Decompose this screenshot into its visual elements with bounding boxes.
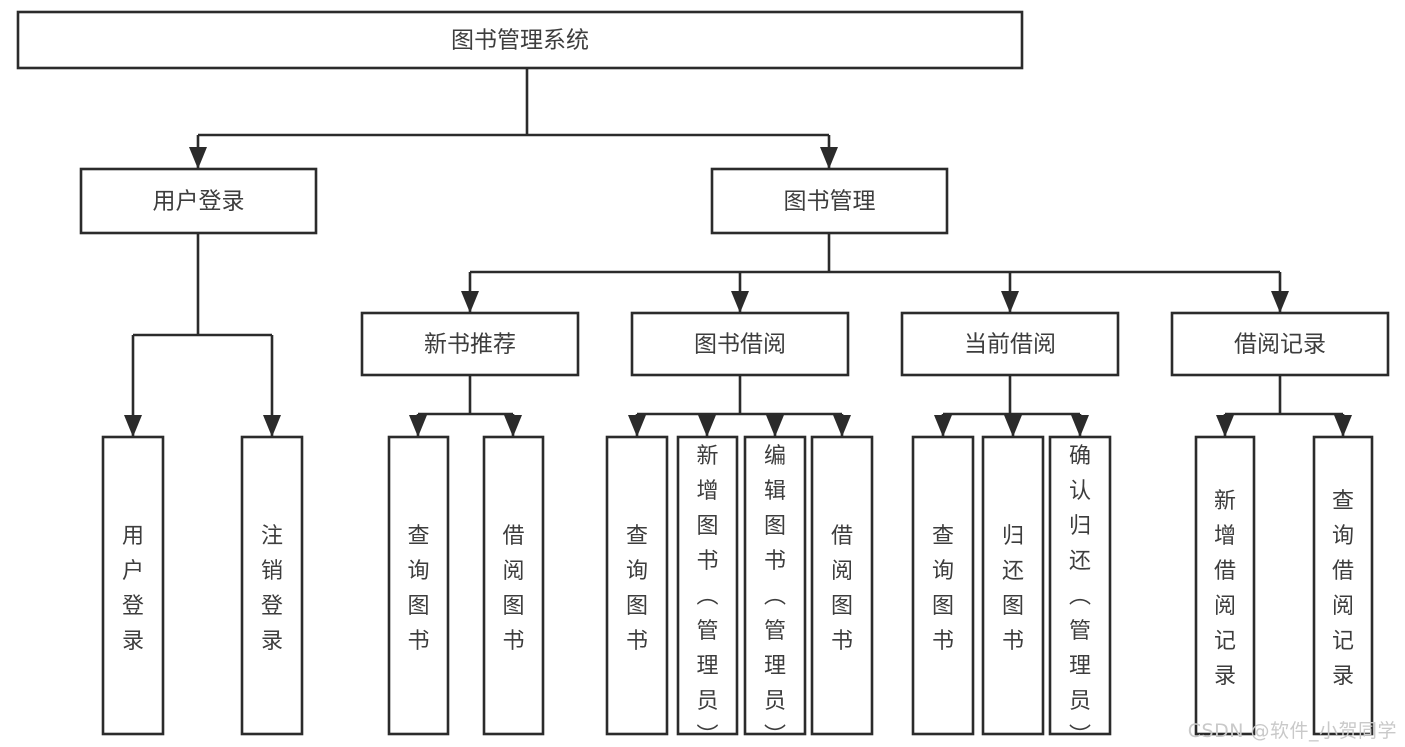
leaf-node[interactable]: 编辑图书︵管理员︶	[743, 435, 807, 747]
leaf-label: 新增借阅记录	[1214, 489, 1236, 689]
level2-box[interactable]	[79, 167, 318, 235]
arrowhead-icon	[1334, 415, 1352, 437]
leaf-node[interactable]: 查询图书	[387, 435, 450, 736]
leaf-label: 查询图书	[932, 524, 954, 654]
leaf-box[interactable]	[240, 435, 304, 736]
arrowhead-icon	[461, 291, 479, 313]
level3-node[interactable]: 新书推荐	[360, 311, 580, 377]
leaf-label: 注销登录	[261, 524, 283, 654]
arrowhead-icon	[1271, 291, 1289, 313]
level2-node[interactable]: 图书管理	[710, 167, 949, 235]
arrowhead-icon	[189, 147, 207, 169]
arrowhead-icon	[731, 291, 749, 313]
level3-box[interactable]	[1170, 311, 1390, 377]
root-node[interactable]: 图书管理系统	[16, 10, 1024, 70]
leaf-node[interactable]: 注销登录	[240, 435, 304, 736]
leaf-node[interactable]: 新增图书︵管理员︶	[676, 435, 739, 747]
node-boxes-layer: 图书管理系统用户登录图书管理新书推荐图书借阅当前借阅借阅记录用户登录注销登录查询…	[16, 10, 1390, 747]
leaf-box[interactable]	[676, 435, 739, 736]
level3-node[interactable]: 借阅记录	[1170, 311, 1390, 377]
arrowhead-icon	[1004, 415, 1022, 437]
leaf-label: 借阅图书	[831, 524, 853, 654]
leaf-label: 新增图书︵管理员︶	[696, 444, 718, 747]
leaf-label: 归还图书	[1002, 524, 1024, 654]
level3-label: 新书推荐	[424, 332, 516, 358]
leaf-box[interactable]	[387, 435, 450, 736]
arrowhead-icon	[1001, 291, 1019, 313]
leaf-node[interactable]: 查询借阅记录	[1312, 435, 1374, 736]
arrowhead-icon	[263, 415, 281, 437]
level3-box[interactable]	[360, 311, 580, 377]
leaf-box[interactable]	[1312, 435, 1374, 736]
level2-box[interactable]	[710, 167, 949, 235]
leaf-label: 查询图书	[626, 524, 648, 654]
arrowhead-icon	[934, 415, 952, 437]
connector-edges-layer	[124, 68, 1352, 437]
leaf-box[interactable]	[101, 435, 165, 736]
level3-node[interactable]: 图书借阅	[630, 311, 850, 377]
leaf-box[interactable]	[605, 435, 669, 736]
level3-label: 图书借阅	[694, 332, 786, 358]
arrowhead-icon	[1071, 415, 1089, 437]
leaf-node[interactable]: 查询图书	[605, 435, 669, 736]
leaf-box[interactable]	[482, 435, 545, 736]
leaf-box[interactable]	[1194, 435, 1256, 736]
arrowhead-icon	[820, 147, 838, 169]
level3-box[interactable]	[900, 311, 1120, 377]
leaf-label: 编辑图书︵管理员︶	[764, 444, 786, 747]
level2-label: 图书管理	[784, 189, 876, 215]
leaf-node[interactable]: 确认归还︵管理员︶	[1048, 435, 1112, 747]
leaf-label: 借阅图书	[502, 524, 524, 654]
level3-label: 借阅记录	[1234, 332, 1326, 358]
level3-label: 当前借阅	[964, 332, 1056, 358]
arrowhead-icon	[766, 415, 784, 437]
leaf-node[interactable]: 查询图书	[911, 435, 975, 736]
leaf-label: 用户登录	[122, 524, 144, 654]
arrowhead-icon	[698, 415, 716, 437]
leaf-label: 查询借阅记录	[1332, 489, 1354, 689]
arrowhead-icon	[124, 415, 142, 437]
leaf-node[interactable]: 借阅图书	[482, 435, 545, 736]
arrowhead-icon	[628, 415, 646, 437]
leaf-node[interactable]: 用户登录	[101, 435, 165, 736]
leaf-box[interactable]	[810, 435, 874, 736]
leaf-box[interactable]	[1048, 435, 1112, 736]
level3-box[interactable]	[630, 311, 850, 377]
arrowhead-icon	[1216, 415, 1234, 437]
leaf-box[interactable]	[981, 435, 1045, 736]
root-box[interactable]	[16, 10, 1024, 70]
leaf-label: 确认归还︵管理员︶	[1069, 444, 1091, 747]
arrowhead-icon	[833, 415, 851, 437]
root-label: 图书管理系统	[451, 28, 589, 54]
arrowhead-icon	[504, 415, 522, 437]
leaf-node[interactable]: 归还图书	[981, 435, 1045, 736]
level2-node[interactable]: 用户登录	[79, 167, 318, 235]
leaf-box[interactable]	[743, 435, 807, 736]
level3-node[interactable]: 当前借阅	[900, 311, 1120, 377]
arrowhead-icon	[409, 415, 427, 437]
leaf-node[interactable]: 借阅图书	[810, 435, 874, 736]
leaf-box[interactable]	[911, 435, 975, 736]
leaf-node[interactable]: 新增借阅记录	[1194, 435, 1256, 736]
level2-label: 用户登录	[153, 189, 245, 215]
leaf-label: 查询图书	[407, 524, 429, 654]
